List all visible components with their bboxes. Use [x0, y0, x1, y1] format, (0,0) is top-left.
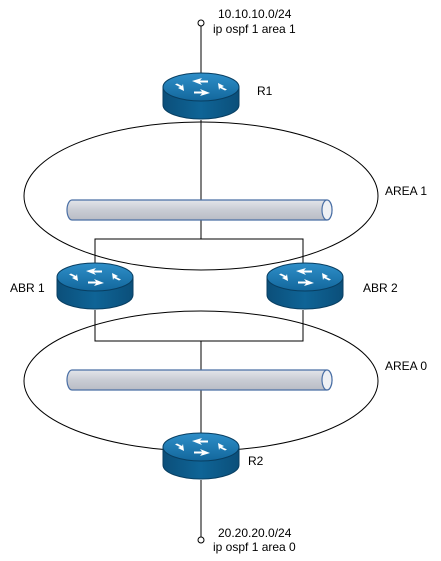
router-abr1-icon[interactable] — [56, 262, 134, 310]
router-r1-label: R1 — [257, 84, 273, 98]
router-abr2-label: ABR 2 — [363, 281, 398, 295]
router-abr1-label: ABR 1 — [10, 281, 45, 295]
router-abr2-icon[interactable] — [266, 262, 344, 310]
area0-label: AREA 0 — [385, 359, 427, 373]
top-network-endpoint — [197, 19, 205, 27]
bottom-network-endpoint — [197, 536, 205, 544]
link-abrs-to-area0 — [94, 310, 304, 342]
bottom-network-subnet: 20.20.20.0/24 — [218, 526, 292, 540]
link-area1-to-abrs — [94, 238, 304, 263]
area1-segment — [66, 199, 333, 221]
top-network-config: ip ospf 1 area 1 — [213, 22, 296, 36]
router-r2-label: R2 — [248, 454, 264, 468]
bottom-network-config: ip ospf 1 area 0 — [213, 540, 296, 554]
top-network-subnet: 10.10.10.0/24 — [218, 7, 292, 21]
area1-boundary — [23, 121, 379, 271]
router-r1-icon[interactable] — [162, 72, 240, 120]
router-r2-icon[interactable] — [162, 432, 240, 480]
area1-label: AREA 1 — [385, 184, 427, 198]
area0-segment — [66, 369, 333, 391]
